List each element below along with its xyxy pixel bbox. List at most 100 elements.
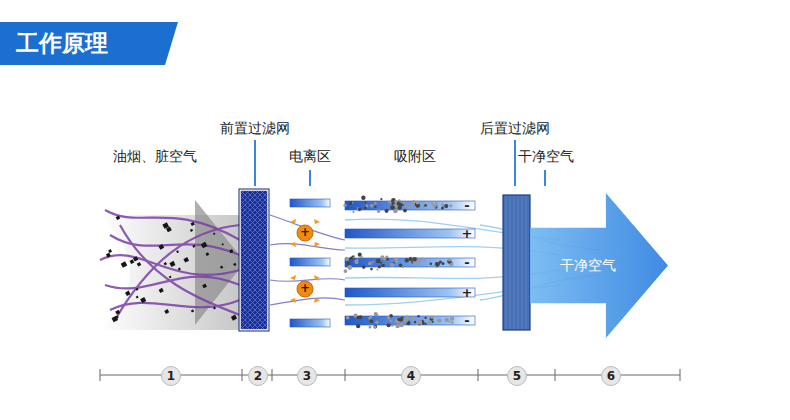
dust-particle: [190, 222, 194, 226]
polarity-sign: +: [462, 226, 473, 240]
dust-particle: [213, 307, 216, 310]
grime-dot: [380, 198, 382, 200]
drawing-part: [100, 375, 680, 376]
grime-dot: [417, 259, 421, 263]
grime-dot: [424, 260, 426, 262]
grime-dot: [343, 204, 346, 207]
grime-dot: [441, 203, 444, 206]
drawing-part: [514, 140, 516, 186]
ion-circles: [297, 225, 313, 297]
drawing-part: [345, 316, 475, 325]
dust-particle: [125, 291, 130, 296]
drawing-part: [345, 369, 346, 381]
ionization-plates: [290, 199, 330, 327]
callout-text: 6: [607, 369, 615, 383]
callout-text: 2: [254, 369, 262, 383]
drawing-part: [100, 369, 101, 381]
drawing-part: [345, 288, 475, 297]
grime-dot: [448, 259, 451, 262]
grime-dot: [374, 202, 377, 205]
callout-text: 3: [303, 369, 311, 383]
drawing-part: [290, 275, 296, 280]
dust-particle: [130, 259, 135, 264]
grime-dot: [386, 258, 389, 261]
grime-dot: [435, 262, 439, 266]
grime-dot: [412, 257, 417, 262]
grime-dot: [356, 324, 360, 328]
grime-dot: [370, 319, 374, 323]
arrow-text: 干净空气: [560, 257, 616, 275]
grime-dot: [430, 263, 433, 266]
grime-dot: [346, 262, 350, 266]
grime-dot: [349, 202, 352, 205]
dust-particle: [106, 253, 111, 258]
drawing-part: [297, 281, 313, 297]
dust-particle: [137, 262, 142, 267]
callout-number: 4: [401, 366, 421, 386]
grime-dot: [352, 211, 354, 213]
post-filter: [503, 195, 530, 330]
grime-dot: [425, 323, 427, 325]
arrow-body: [530, 193, 668, 338]
grime-dot: [368, 317, 371, 320]
grime-dot: [428, 320, 432, 324]
grime-dot: [390, 320, 393, 323]
grime-dot: [352, 256, 354, 258]
drawing-part: [345, 229, 475, 238]
drawing-part: [314, 242, 320, 247]
grime-dot: [375, 320, 379, 324]
polarity-sign: +: [462, 285, 473, 299]
dust-particle: [136, 296, 139, 299]
grime-dot: [436, 264, 439, 267]
drawing-part: [555, 369, 556, 381]
drawing-part: [314, 275, 320, 280]
grime-dot: [448, 321, 450, 323]
grime-dot: [387, 323, 391, 327]
grime-dot: [359, 315, 363, 319]
grime-dot: [435, 202, 438, 205]
grime-dot: [361, 196, 365, 200]
grime-dot: [403, 202, 406, 205]
drawing-part: [478, 369, 479, 381]
grime-dot: [441, 206, 444, 209]
grime-dot: [395, 260, 398, 263]
dust-particle: [191, 309, 194, 312]
grime-dot: [449, 205, 451, 207]
page-title: 工作原理: [16, 28, 108, 59]
grime-dot: [390, 263, 394, 267]
grime-dot: [444, 204, 448, 208]
grime-dot: [376, 268, 378, 270]
spark-arrows: [290, 219, 320, 303]
grime-dot: [414, 321, 417, 324]
dust-particle: [112, 316, 119, 323]
dust-particle: [231, 315, 237, 321]
drawing-part: [309, 170, 311, 186]
grime-dot: [381, 263, 385, 267]
clean-air-arrow: 干净空气: [530, 193, 668, 338]
grime-dot: [431, 202, 433, 204]
leader-lines: [255, 140, 545, 186]
grime-dot: [345, 257, 347, 259]
drawing-part: [272, 369, 273, 381]
grime-dot: [405, 205, 407, 207]
grime-dot: [450, 317, 454, 321]
grime-dot: [437, 318, 441, 322]
grime-dot: [370, 204, 374, 208]
grime-dot: [422, 321, 424, 323]
grime-dot: [401, 316, 403, 318]
adsorption-plates: [345, 201, 475, 325]
grime-dot: [377, 209, 381, 213]
grime-dot: [417, 315, 420, 318]
grime-dot: [405, 258, 409, 262]
grime-dot: [346, 316, 350, 320]
grime-dot: [408, 205, 411, 208]
grime-dot: [441, 262, 444, 265]
grime-dot: [370, 268, 373, 271]
grime-dot: [364, 201, 366, 203]
drawing-part: [242, 369, 243, 381]
callout-text: 5: [513, 369, 521, 383]
dust-particle: [121, 261, 128, 268]
title-banner: [0, 22, 178, 65]
polarity-sign: -: [464, 255, 469, 269]
dust-particle: [202, 284, 207, 289]
